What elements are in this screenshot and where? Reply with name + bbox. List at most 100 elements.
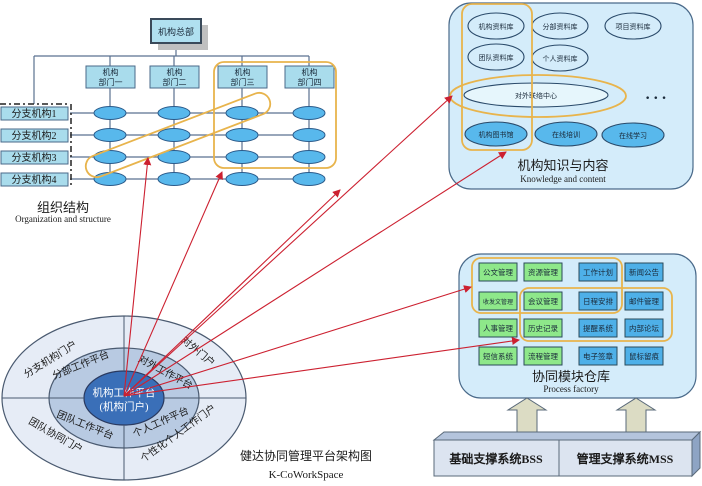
process-title-cn: 协同模块仓库: [532, 369, 610, 384]
highlight-process-middle: [519, 287, 673, 342]
module-label: 会议管理: [528, 296, 558, 306]
module-box-green: [478, 346, 518, 366]
org-node: [93, 172, 127, 186]
module-box-green: [523, 262, 563, 282]
knowledge-title-cn: 机构知识与内容: [517, 158, 608, 173]
knowledge-item: [604, 12, 662, 40]
liaison-center: [463, 82, 609, 108]
bss-box: [433, 439, 560, 477]
hq-label: 机构总部: [158, 26, 194, 38]
org-node: [93, 106, 127, 120]
module-label: 短信系统: [483, 351, 513, 361]
department-box: [284, 65, 335, 89]
module-label: 工作计划: [583, 267, 613, 277]
org-node: [225, 172, 259, 186]
bss-label: 基础支撑系统BSS: [448, 451, 543, 466]
portal-diagram: 分支机构门户 对外门户 团队协同门户 个性化个人工作门户 分部工作平台 对外工作…: [1, 315, 372, 481]
knowledge-item-label: 分部资料库: [543, 22, 578, 31]
branch-label: 分支机构1: [12, 107, 57, 120]
module-box-blue: [624, 346, 664, 366]
mss-box: [558, 439, 693, 477]
module-box-green: [478, 318, 518, 338]
arrow-to-library: [123, 151, 507, 397]
ellipsis: • • •: [645, 94, 667, 104]
connection-arrows: [123, 95, 520, 397]
org-title-cn: 组织结构: [37, 200, 89, 215]
module-label: 新闻公告: [629, 267, 659, 277]
module-label: 内部论坛: [629, 323, 659, 333]
module-box-blue: [624, 262, 664, 282]
process-title-en: Process factory: [543, 384, 599, 394]
arrow-to-diagonal: [123, 157, 152, 397]
module-box-green: [478, 262, 518, 282]
portal-center-line2: (机构门户): [100, 400, 149, 413]
branch-label: 分支机构2: [12, 129, 57, 142]
org-node: [157, 106, 191, 120]
org-node: [93, 150, 127, 164]
module-label: 公文管理: [483, 267, 513, 277]
module-label: 流程管理: [528, 351, 558, 361]
arrow-to-process-top: [123, 285, 472, 397]
org-node: [292, 150, 326, 164]
module-box-blue: [578, 291, 618, 311]
department-label-line2: 部门二: [163, 77, 187, 87]
highlight-diagonal: [84, 91, 272, 179]
mss-label: 管理支撑系统MSS: [577, 451, 674, 466]
department-label-line2: 部门三: [231, 77, 255, 87]
module-label: 历史记录: [528, 323, 558, 333]
branch-label: 分支机构3: [12, 151, 57, 164]
liaison-center-label: 对外联络中心: [515, 91, 557, 100]
org-title-en: Organization and structure: [15, 214, 111, 224]
org-node: [225, 128, 259, 142]
knowledge-item-label: 个人资料库: [543, 54, 578, 63]
support-side-face: [691, 430, 701, 478]
org-node: [292, 106, 326, 120]
org-node: [93, 128, 127, 142]
org-node: [157, 172, 191, 186]
knowledge-item-label: 机构资料库: [479, 22, 514, 31]
org-node: [157, 128, 191, 142]
support-top-face: [432, 431, 702, 441]
department-label-line2: 部门一: [99, 77, 123, 87]
arrow-to-process-middle: [123, 337, 520, 397]
module-box-green: [523, 318, 563, 338]
branch-label: 分支机构4: [12, 173, 57, 186]
branch-box: [0, 150, 69, 165]
org-node: [225, 106, 259, 120]
knowledge-panel: 机构资料库分部资料库项目资料库团队资料库个人资料库对外联络中心机构图书馆在线培训…: [448, 2, 694, 190]
knowledge-title-en: Knowledge and content: [520, 174, 606, 184]
department-box: [149, 65, 200, 89]
department-box: [85, 65, 136, 89]
knowledge-item: [467, 43, 525, 71]
module-label: 日程安排: [583, 296, 613, 306]
module-label: 资源管理: [528, 267, 558, 277]
arrow-to-org-bottom: [123, 189, 341, 397]
hq-box: [150, 18, 202, 44]
highlight-knowledge-column: [461, 3, 533, 151]
module-box-blue: [578, 262, 618, 282]
branch-box: [0, 106, 69, 121]
module-box-blue: [624, 291, 664, 311]
module-label: 邮件管理: [629, 296, 659, 306]
module-label: 人事管理: [483, 323, 513, 333]
knowledge-service-label: 在线培训: [552, 130, 580, 139]
knowledge-item-label: 团队资料库: [479, 53, 514, 62]
department-box: [217, 65, 268, 89]
org-node: [225, 150, 259, 164]
module-box-blue: [624, 318, 664, 338]
module-label: 收发文管理: [483, 298, 513, 306]
module-box-green: [478, 291, 518, 311]
module-box-blue: [578, 318, 618, 338]
department-label-line1: 机构: [235, 67, 251, 77]
department-label-line1: 机构: [103, 67, 119, 77]
up-arrow-bss: [506, 397, 548, 433]
department-label-line1: 机构: [302, 67, 318, 77]
org-node: [292, 128, 326, 142]
branch-box: [0, 128, 69, 143]
knowledge-service: [464, 121, 528, 147]
knowledge-service: [601, 122, 665, 148]
branch-box: [0, 172, 69, 187]
